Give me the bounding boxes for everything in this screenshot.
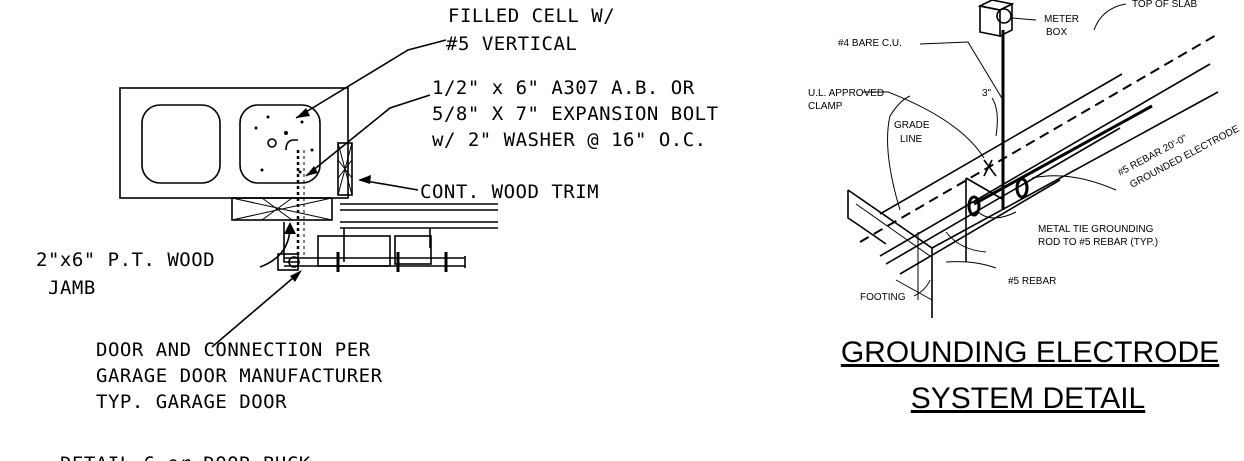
label-grade-2: LINE — [900, 134, 923, 145]
label-anchor-2: 5/8" X 7" EXPANSION BOLT — [432, 103, 719, 125]
cmu-cell-left — [141, 104, 221, 184]
grounding-title-2: SYSTEM DETAIL — [911, 382, 1146, 415]
anchor-bolt-hook — [285, 139, 298, 151]
label-wood-trim: CONT. WOOD TRIM — [420, 181, 599, 203]
label-bare-cu: #4 BARE C.U. — [838, 38, 902, 49]
label-door-1: DOOR AND CONNECTION PER — [96, 339, 371, 361]
label-meter-1: METER — [1044, 14, 1079, 25]
door-leaders — [211, 39, 447, 348]
slab-lines — [859, 33, 1219, 275]
label-top-of-slab: TOP OF SLAB — [1132, 0, 1198, 10]
label-clamp-1: U.L. APPROVED — [808, 88, 884, 99]
label-dim-3in: 3" — [982, 88, 992, 99]
meter-box — [977, 0, 1015, 37]
label-anchor-3: w/ 2" WASHER @ 16" O.C. — [432, 129, 707, 151]
label-tie-2: ROD TO #5 REBAR (TYP.) — [1038, 237, 1158, 248]
label-tie-1: METAL TIE GROUNDING — [1038, 224, 1154, 235]
label-door-3: TYP. GARAGE DOOR — [96, 391, 287, 413]
cmu-cell-right-filled — [239, 104, 321, 184]
grout-specks — [254, 115, 314, 174]
label-anchor-1: 1/2" x 6" A307 A.B. OR — [432, 77, 695, 99]
door-bracket — [277, 222, 466, 272]
wood-jamb — [231, 197, 333, 221]
label-door-2: GARAGE DOOR MANUFACTURER — [96, 365, 383, 387]
grade-line — [859, 33, 1219, 243]
detail-title-door-buck: DETAIL 6 or DOOR BUCK — [60, 453, 311, 461]
label-jamb-2: JAMB — [48, 277, 96, 299]
tie-ring-2 — [967, 195, 981, 217]
label-jamb-1: 2"x6" P.T. WOOD — [36, 249, 215, 271]
footing — [847, 91, 1219, 318]
label-filled-cell-2: #5 VERTICAL — [446, 33, 577, 55]
door-buck-detail: FILLED CELL W/ #5 VERTICAL 1/2" x 6" A30… — [36, 5, 719, 461]
grounding-title-1: GROUNDING ELECTRODE — [841, 336, 1219, 369]
grounding-leaders — [862, 3, 1127, 297]
label-grade-1: GRADE — [894, 120, 930, 131]
grounding-detail: TOP OF SLAB METER BOX #4 BARE C.U. U.L. … — [808, 0, 1242, 415]
label-clamp-2: CLAMP — [808, 101, 843, 112]
label-rebar: #5 REBAR — [1008, 276, 1056, 287]
rebar-clamps — [965, 104, 1153, 262]
tie-ring-1 — [1015, 177, 1029, 199]
label-footing: FOOTING — [860, 292, 906, 303]
label-meter-2: BOX — [1046, 27, 1067, 38]
door-track — [317, 203, 498, 267]
wood-trim — [337, 142, 353, 196]
label-filled-cell-1: FILLED CELL W/ — [448, 5, 615, 27]
